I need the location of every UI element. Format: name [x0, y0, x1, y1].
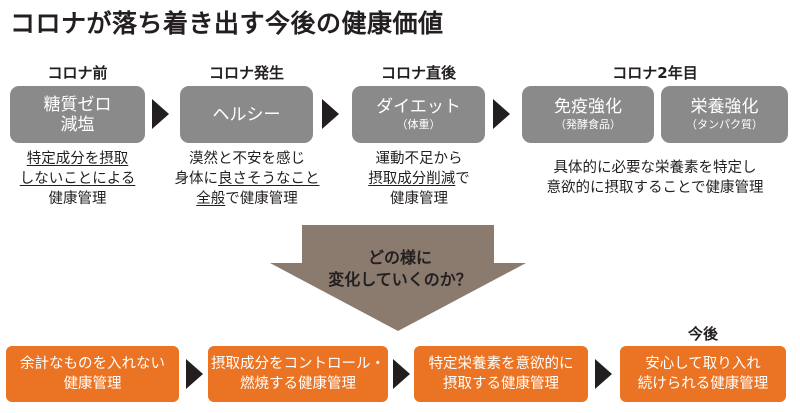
stage-box-sugar-free: 糖質ゼロ 減塩	[10, 86, 145, 143]
period-label-post-covid: コロナ直後	[380, 64, 456, 82]
future-step-text: 健康管理	[63, 376, 122, 392]
future-step-text: 摂取成分をコントロール・	[211, 356, 385, 372]
desc-text: 意欲的に摂取することで健康管理	[546, 180, 764, 196]
future-step-text: 余計なものを入れない	[20, 356, 165, 372]
stage-box-healthy: ヘルシー	[180, 86, 313, 143]
future-step-text: 摂取する健康管理	[443, 376, 559, 392]
funnel-question-line1: どの様に	[367, 248, 432, 267]
arrow-right-icon	[152, 99, 169, 129]
stage-box-sugar-free-line2: 減塩	[60, 114, 95, 135]
future-step-text: 安心して取り入れ	[645, 356, 761, 372]
desc-text: 運動不足から	[375, 151, 463, 167]
desc-text: しないことによる	[19, 171, 136, 187]
stage-box-diet-label: ダイエット	[376, 97, 461, 117]
future-step-box-3: 特定栄養素を意欲的に 摂取する健康管理	[414, 346, 588, 402]
desc-text: 良さそうなこと	[218, 171, 320, 187]
future-step-box-2: 摂取成分をコントロール・ 燃焼する健康管理	[208, 346, 388, 402]
stage-box-immunity: 免疫強化 （発酵食品）	[522, 86, 654, 143]
desc-text: で	[455, 171, 470, 187]
page-title: コロナが落ち着き出す今後の健康価値	[10, 9, 444, 38]
period-label-future: 今後	[687, 325, 718, 343]
future-step-text: 特定栄養素を意欲的に	[428, 356, 574, 372]
stage-box-immunity-label: 免疫強化	[554, 97, 622, 117]
desc-text: 健康管理	[390, 191, 448, 207]
funnel-question-line2: 変化していくのか？	[328, 270, 472, 289]
arrow-right-icon	[595, 359, 612, 389]
period-label-before-covid: コロナ前	[47, 64, 108, 82]
desc-text: 漠然と不安を感じ	[189, 151, 305, 167]
stage-box-immunity-sublabel: （発酵食品）	[555, 118, 621, 131]
stage-box-healthy-label: ヘルシー	[212, 104, 281, 125]
future-step-box-1: 余計なものを入れない 健康管理	[6, 346, 179, 402]
period-label-covid-outbreak: コロナ発生	[208, 64, 284, 82]
stage-box-sugar-free-line1: 糖質ゼロ	[43, 94, 112, 115]
arrow-right-icon	[186, 359, 203, 389]
funnel-question: どの様に 変化していくのか？	[300, 247, 500, 291]
future-step-text: 続けられる健康管理	[637, 376, 769, 392]
desc-text: 身体に	[174, 171, 219, 187]
desc-text: で健康管理	[225, 191, 298, 207]
stage-box-diet: ダイエット （体重）	[352, 86, 485, 143]
arrow-right-icon	[322, 99, 339, 129]
future-step-text: 燃焼する健康管理	[240, 376, 356, 392]
stage-description-before-covid: 特定成分を摂取 しないことによる 健康管理	[5, 149, 150, 209]
stage-box-nutrition-sublabel: （タンパク質）	[686, 118, 763, 131]
stage-description-post-covid: 運動不足から 摂取成分削減で 健康管理	[345, 149, 493, 209]
stage-box-nutrition: 栄養強化 （タンパク質）	[661, 86, 788, 143]
desc-text: 特定成分を摂取	[26, 151, 129, 167]
period-label-covid-year-two: コロナ2年目	[612, 64, 698, 82]
future-step-box-4: 安心して取り入れ 続けられる健康管理	[620, 346, 786, 402]
arrow-right-icon	[393, 359, 410, 389]
stage-box-diet-sublabel: （体重）	[396, 118, 441, 131]
desc-text: 具体的に必要な栄養素を特定し	[553, 160, 757, 176]
desc-text: 健康管理	[48, 191, 107, 207]
stage-box-nutrition-label: 栄養強化	[690, 97, 759, 117]
stage-description-covid-outbreak: 漠然と不安を感じ 身体に良さそうなこと 全般で健康管理	[172, 149, 322, 209]
desc-text: 全般	[196, 191, 226, 207]
arrow-right-icon	[493, 99, 510, 129]
funnel-down-arrow-icon	[270, 225, 526, 331]
desc-text: 摂取成分削減	[368, 171, 456, 187]
stage-description-covid-year-two: 具体的に必要な栄養素を特定し 意欲的に摂取することで健康管理	[522, 158, 788, 198]
